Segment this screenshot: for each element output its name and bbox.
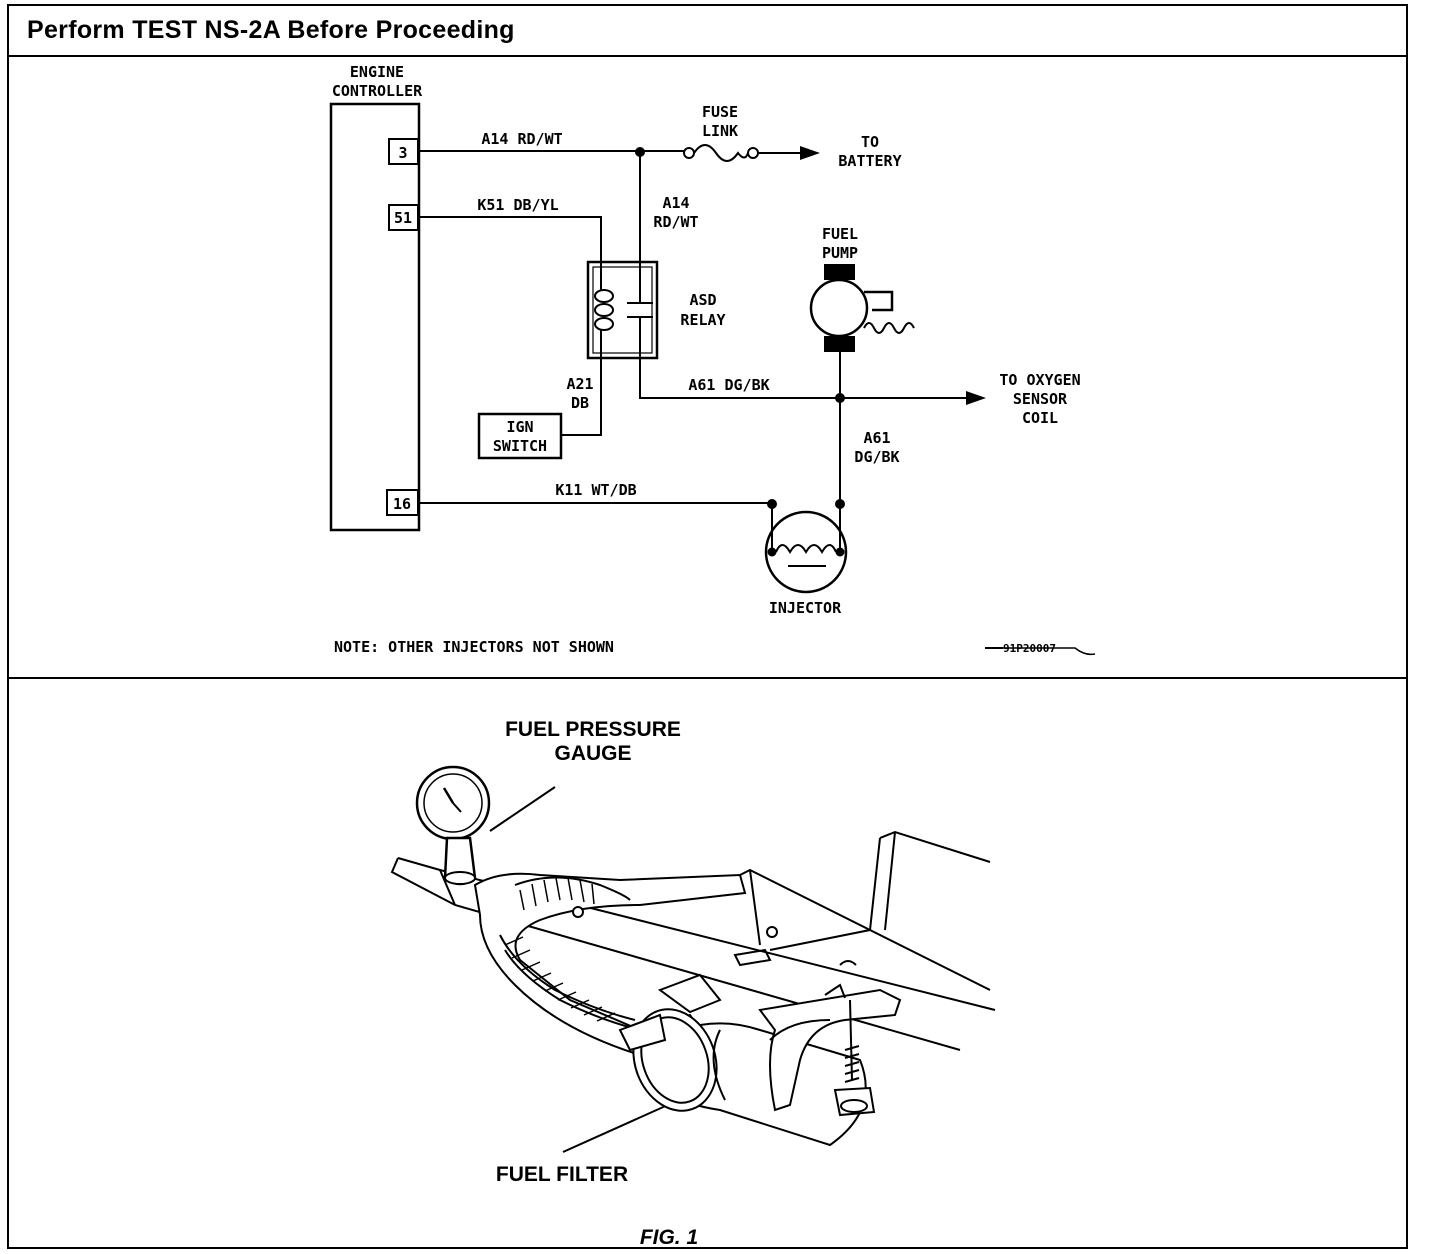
pin-3-box (388, 138, 419, 165)
wire-a61-vert-label-1: A61 (863, 429, 890, 447)
ign-switch-label-2: SWITCH (493, 437, 547, 455)
section-divider (7, 677, 1408, 679)
junction-k11 (767, 499, 777, 509)
junction-a14 (635, 147, 645, 157)
asd-relay-symbol (586, 260, 659, 360)
to-battery-label-1: TO (861, 133, 879, 151)
fuse-link-label-2: LINK (702, 122, 738, 140)
figure-id-underline (1003, 647, 1096, 656)
wire-a21-label-1: A21 (566, 375, 593, 393)
page-frame (7, 4, 1408, 1249)
note-text: NOTE: OTHER INJECTORS NOT SHOWN (334, 638, 614, 656)
engine-controller-box (329, 102, 421, 532)
wire-k51 (418, 216, 602, 262)
gauge-leader-line (489, 786, 556, 832)
figure-caption: FIG. 1 (640, 1226, 698, 1249)
header-bar: Perform TEST NS-2A Before Proceeding (7, 4, 1408, 57)
asd-relay-label-1: ASD (689, 291, 716, 309)
to-oxygen-label-2: SENSOR (1013, 390, 1068, 408)
wire-a14-vert-label-2: RD/WT (653, 213, 698, 231)
pressure-gauge-icon (415, 765, 491, 886)
filter-label: FUEL FILTER (496, 1163, 628, 1186)
fuel-pump-label-2: PUMP (822, 244, 858, 262)
wire-a21-label-2: DB (571, 394, 589, 412)
mounting-bolt-icon (833, 999, 876, 1117)
ign-switch-label-1: IGN (506, 418, 533, 436)
wire-a61-vert-label-2: DG/BK (854, 448, 899, 466)
to-oxygen-label-1: TO OXYGEN (999, 371, 1080, 389)
gauge-label-1: FUEL PRESSURE (505, 718, 681, 741)
to-battery-label-2: BATTERY (838, 152, 901, 170)
injector-label: INJECTOR (769, 599, 842, 617)
fuel-pump-symbol (809, 264, 915, 352)
junction-a61 (835, 393, 845, 403)
frame-rail (390, 830, 996, 1051)
engine-controller-label-2: CONTROLLER (332, 82, 423, 100)
injector-symbol (764, 510, 848, 594)
hose-clamp (572, 906, 857, 1052)
wire-a61 (639, 352, 968, 505)
engine-controller-label-1: ENGINE (350, 63, 404, 81)
wire-a14-vert-label-1: A14 (662, 194, 689, 212)
pin-16-label: 16 (393, 495, 411, 513)
wire-a14-label: A14 RD/WT (481, 130, 562, 148)
fuse-link-symbol (683, 144, 800, 162)
pin-51-label: 51 (394, 209, 412, 227)
wire-k51-label: K51 DB/YL (477, 196, 558, 214)
oxygen-sensor-arrow-icon (966, 391, 986, 405)
mounting-bracket (758, 983, 902, 1112)
ign-switch-box (477, 412, 563, 460)
pin-3-label: 3 (398, 144, 407, 162)
fuel-pump-label-1: FUEL (822, 225, 858, 243)
junction-a61-injector (835, 499, 845, 509)
fuse-link-label-1: FUSE (702, 103, 738, 121)
page-title: Perform TEST NS-2A Before Proceeding (27, 16, 515, 44)
wire-k11-label: K11 WT/DB (555, 481, 636, 499)
gauge-label-2: GAUGE (554, 742, 631, 765)
pin-16-box (386, 489, 419, 516)
battery-arrow-icon (800, 146, 820, 160)
to-oxygen-label-3: COIL (1022, 409, 1058, 427)
asd-relay-label-2: RELAY (680, 311, 725, 329)
wire-a21 (561, 358, 602, 436)
pin-51-box (388, 204, 419, 231)
fuel-hose (473, 872, 747, 1057)
wire-a61-label: A61 DG/BK (688, 376, 769, 394)
